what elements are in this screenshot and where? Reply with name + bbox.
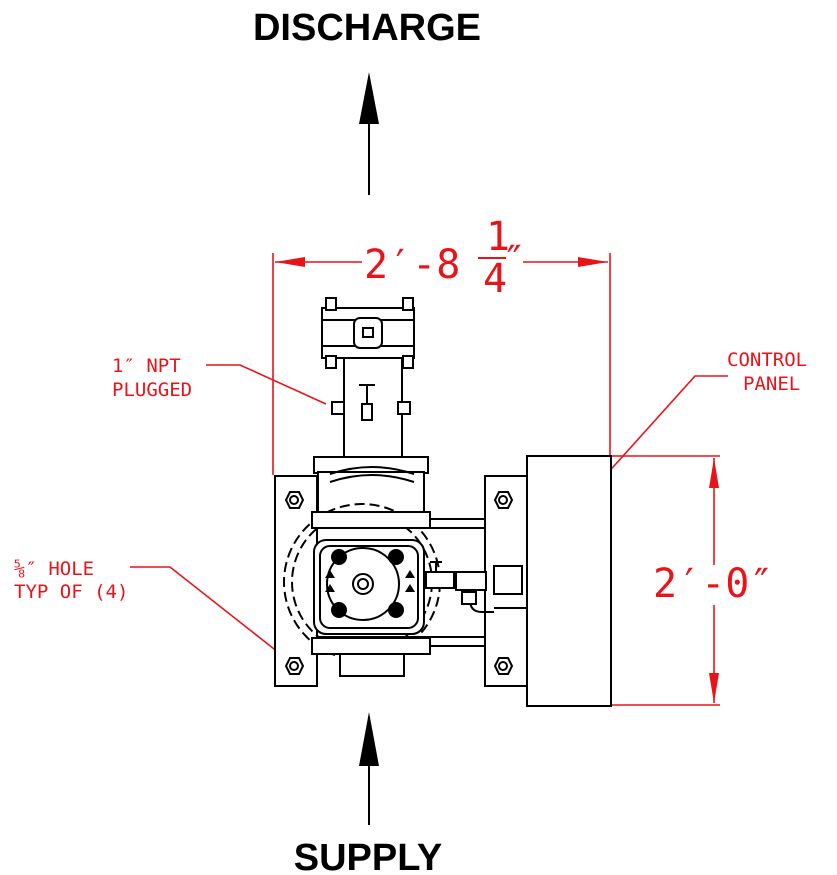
control-panel-callout-line1: CONTROL xyxy=(727,349,807,371)
hole-leader xyxy=(130,566,289,661)
hole-callout-line2: TYP OF (4) xyxy=(14,581,128,603)
npt-leader xyxy=(206,364,327,405)
pump-body xyxy=(283,503,441,677)
npt-callout-line2: PLUGGED xyxy=(112,379,192,401)
width-fraction-numerator: 1 xyxy=(486,214,510,260)
control-panel-leader xyxy=(595,375,728,487)
control-tubing xyxy=(425,561,527,613)
height-dimension-label: 2′-0″ xyxy=(653,561,773,607)
discharge-riser xyxy=(313,297,429,513)
control-panel-callout-line2: PANEL xyxy=(743,373,800,395)
discharge-label: DISCHARGE xyxy=(253,7,481,49)
width-dimension-label: 2′-8 xyxy=(364,242,460,288)
mounting-pad-left xyxy=(274,475,318,687)
control-panel-box xyxy=(526,455,612,707)
height-dimension xyxy=(612,455,720,706)
supply-arrow xyxy=(359,712,379,825)
width-inch-mark: ″ xyxy=(502,238,526,284)
discharge-arrow xyxy=(359,72,379,195)
width-dimension xyxy=(272,253,611,475)
supply-label: SUPPLY xyxy=(294,837,443,875)
width-fraction-denominator: 4 xyxy=(483,256,507,302)
npt-callout-line1: 1″ NPT xyxy=(112,355,181,377)
hole-callout-line1: ⅝″ HOLE xyxy=(14,558,94,580)
